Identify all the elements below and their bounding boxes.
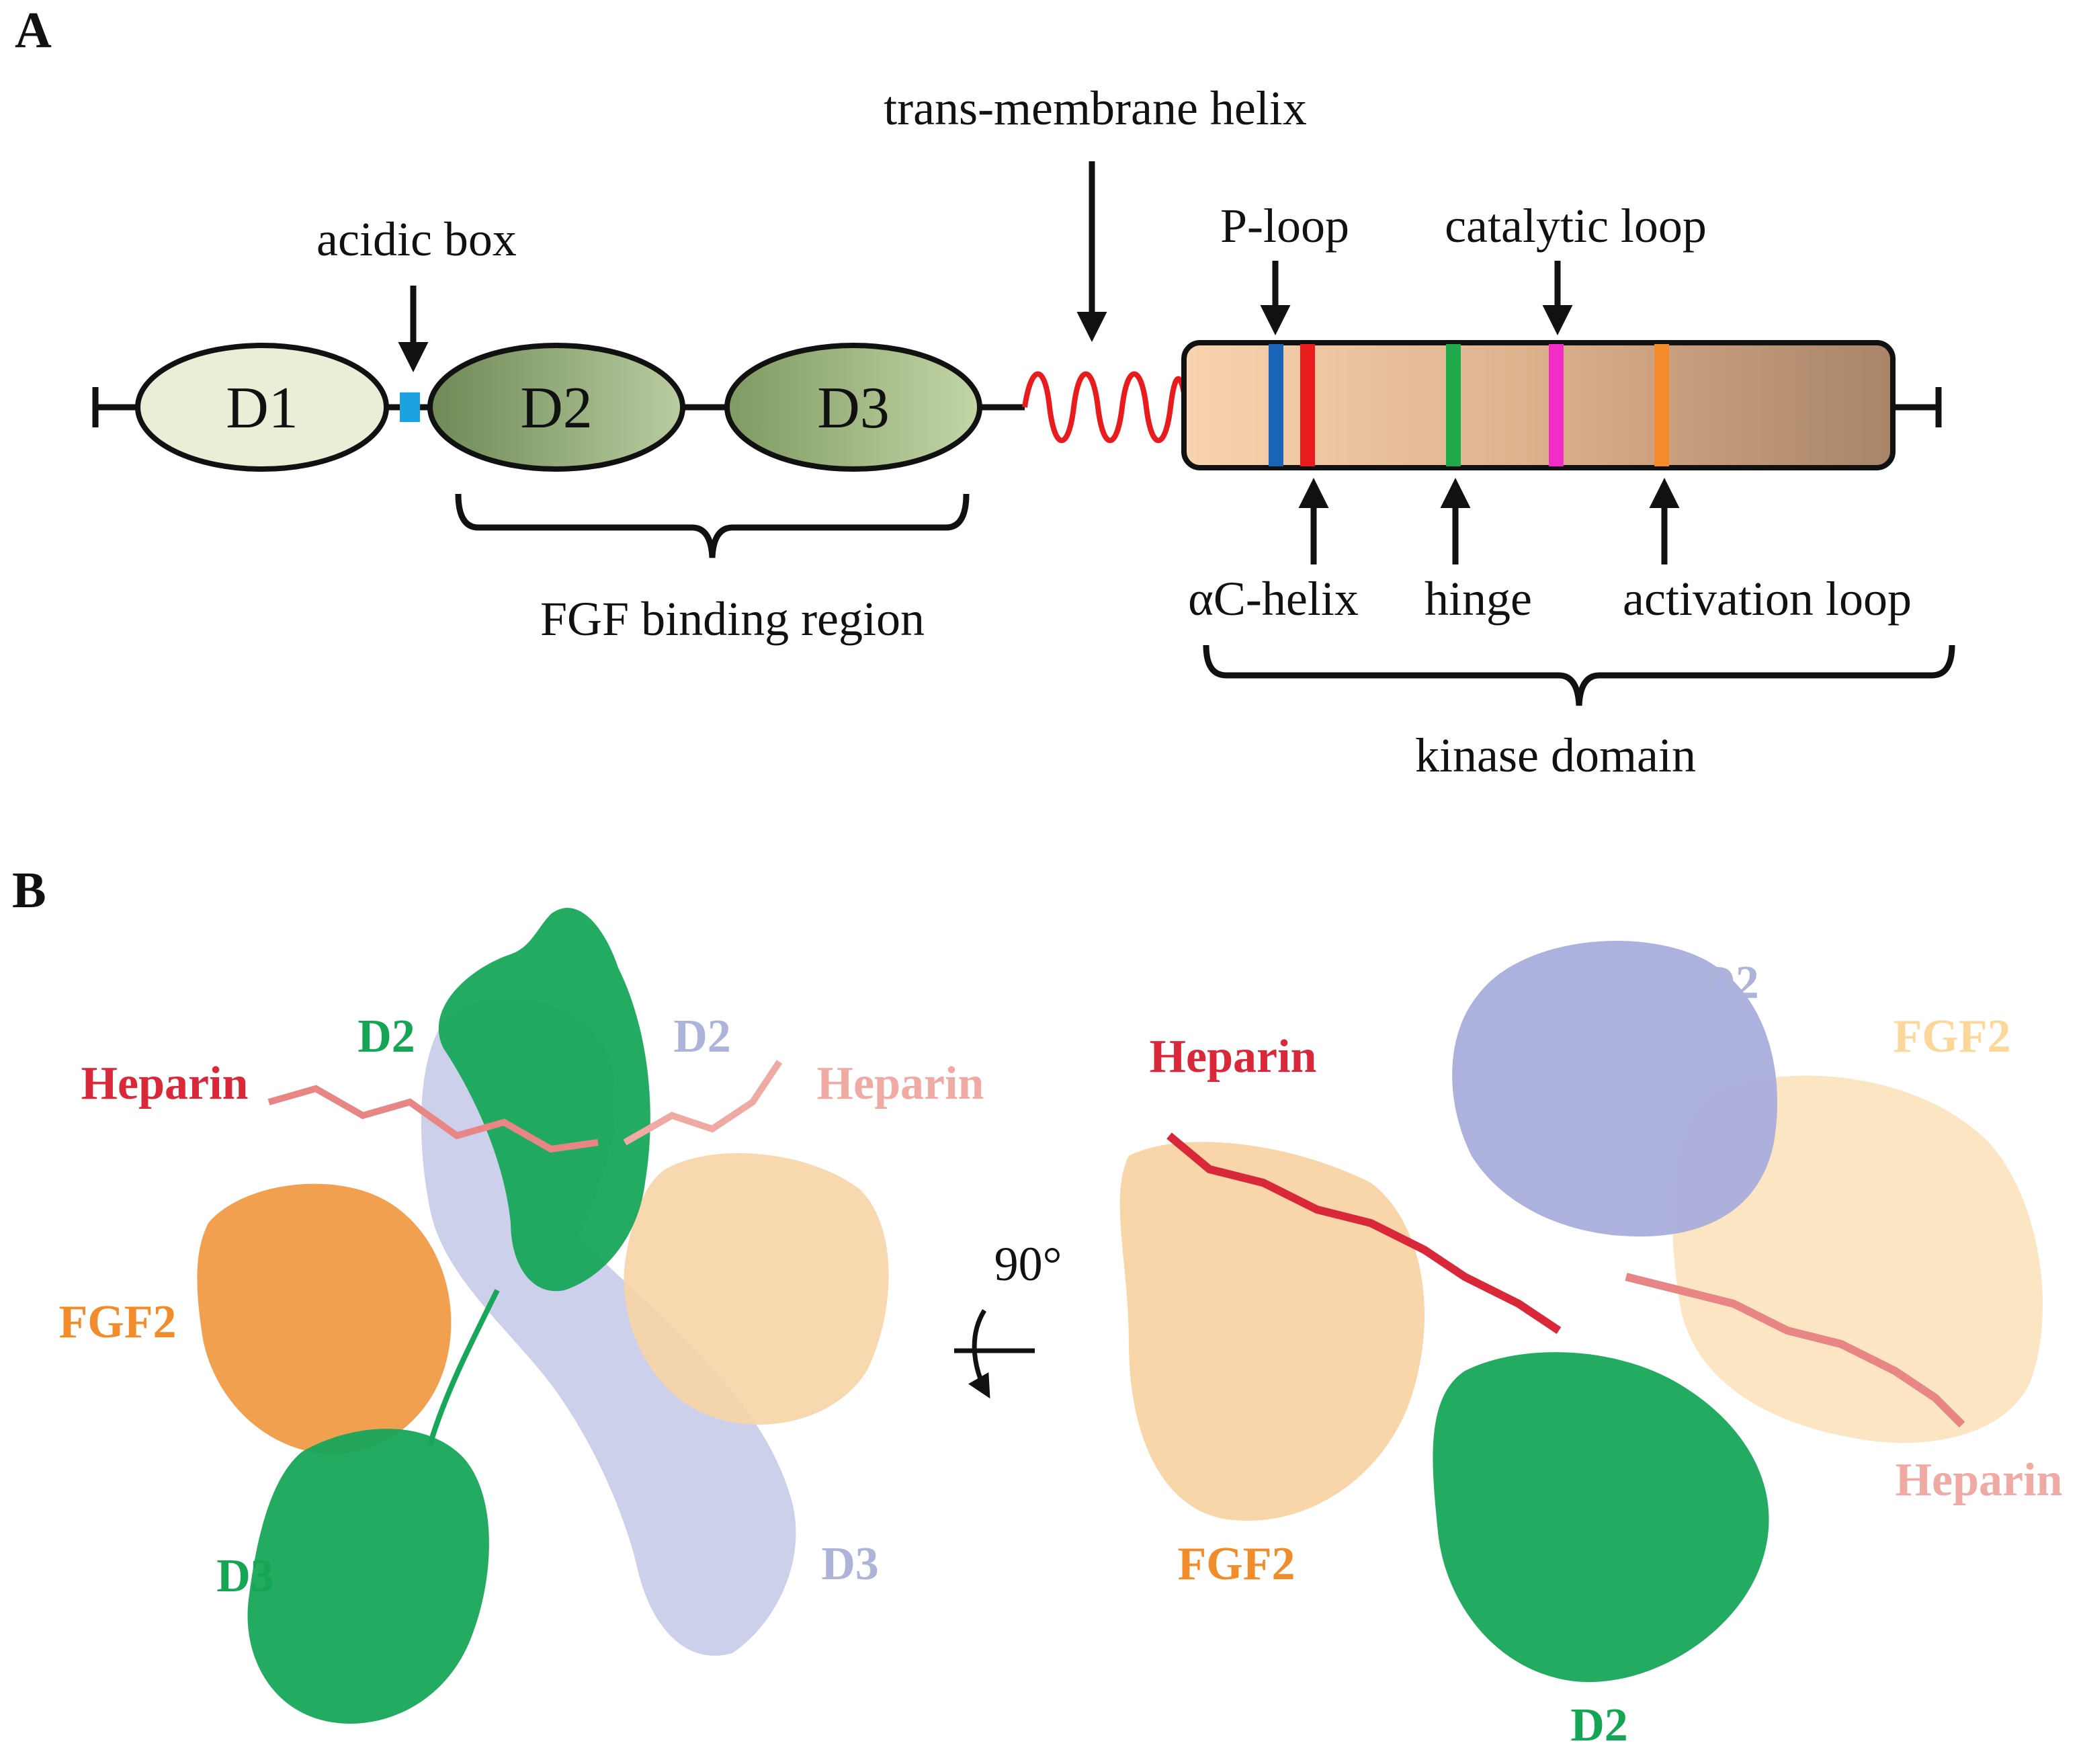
d3-label: D3 (817, 376, 890, 441)
acidic-box-label: acidic box (316, 212, 517, 266)
right-fgf2-light-label: FGF2 (1894, 1011, 2011, 1062)
panel-b-label: B (12, 862, 46, 919)
p-loop-label: P-loop (1220, 199, 1349, 253)
left-fgf2-label: FGF2 (59, 1296, 177, 1348)
acidic-box-mark (400, 392, 420, 422)
d3-domain: D3 (724, 343, 982, 472)
right-heparin-pink (1625, 1273, 1965, 1428)
fgf-binding-label: FGF binding region (540, 592, 925, 646)
left-fgf2-orange (197, 1183, 452, 1455)
rotation-symbol: 90° (954, 1237, 1062, 1399)
fgf-binding-brace (455, 493, 970, 558)
left-heparin-red (267, 1085, 599, 1153)
p-loop-mark (1269, 344, 1283, 466)
right-heparin-pink-label: Heparin (1896, 1454, 2063, 1506)
left-d2-lavender-label: D2 (673, 1011, 731, 1062)
hinge-label: hinge (1425, 572, 1532, 626)
left-heparin-pink (623, 1060, 783, 1146)
left-d3-green-label: D3 (216, 1550, 274, 1602)
right-heparin-red (1166, 1132, 1562, 1334)
kinase-domain-label: kinase domain (1415, 728, 1696, 782)
hinge-mark (1446, 344, 1461, 466)
activation-loop-mark (1654, 344, 1669, 466)
right-fgf2-orange (1119, 1142, 1425, 1521)
transmembrane-label: trans-membrane helix (884, 81, 1307, 135)
right-heparin-red-label: Heparin (1150, 1031, 1317, 1083)
ac-helix-label: αC-helix (1188, 572, 1359, 626)
left-green-d2 (438, 908, 650, 1292)
right-d2-lavender-label: D2 (1701, 957, 1759, 1009)
kinase-box (1181, 340, 1896, 470)
left-d2-green-label: D2 (357, 1011, 415, 1062)
left-green-d3 (247, 1429, 489, 1724)
kinase-domain-brace (1203, 644, 1955, 706)
catalytic-loop-label: catalytic loop (1445, 199, 1707, 253)
d1-domain: D1 (135, 343, 389, 472)
activation-loop-label: activation loop (1623, 572, 1912, 626)
catalytic-loop-mark (1549, 344, 1564, 466)
rotation-label: 90° (994, 1237, 1062, 1291)
left-fgf2-light (624, 1153, 889, 1425)
transmembrane-helix (1022, 371, 1189, 444)
d2-domain: D2 (427, 343, 685, 472)
ac-helix-mark (1300, 344, 1315, 466)
d2-label: D2 (520, 376, 593, 441)
left-structure (197, 908, 889, 1724)
right-lavender-d2 (1452, 941, 1777, 1236)
right-d2-green-label: D2 (1570, 1699, 1628, 1751)
d1-label: D1 (226, 376, 298, 441)
right-structure (1119, 941, 2043, 1683)
right-fgf2-orange-label: FGF2 (1178, 1538, 1295, 1590)
left-d3-lavender-label: D3 (821, 1538, 879, 1590)
left-heparin-pink-label: Heparin (817, 1058, 984, 1109)
panel-a-label: A (15, 2, 52, 58)
right-green-d2 (1433, 1352, 1769, 1683)
left-heparin-red-label: Heparin (81, 1058, 249, 1109)
